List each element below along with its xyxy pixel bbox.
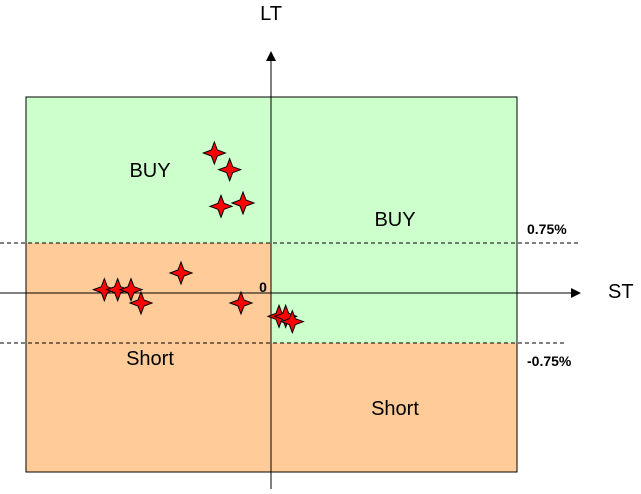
buy-region-right	[271, 97, 517, 343]
y-axis-label: LT	[260, 3, 282, 25]
star-marker-5	[91, 277, 117, 303]
star-marker-6	[105, 277, 131, 303]
lower-threshold-label: -0.75%	[527, 353, 572, 369]
star-marker-10	[228, 290, 254, 316]
short-left-label: Short	[126, 348, 174, 370]
star-marker-9	[168, 260, 194, 286]
star-marker-8	[128, 290, 154, 316]
short-region-right	[271, 343, 517, 472]
star-marker-1	[201, 140, 227, 166]
short-right-label: Short	[371, 398, 419, 420]
star-marker-7	[118, 277, 144, 303]
star-marker-2	[217, 157, 243, 183]
buy-right-label: BUY	[374, 209, 415, 231]
x-axis-label: ST	[608, 281, 634, 303]
star-marker-13	[279, 309, 305, 335]
origin-label: 0	[259, 279, 267, 295]
short-region-left	[26, 243, 271, 472]
buy-left-label: BUY	[129, 160, 170, 182]
marker-group	[91, 140, 305, 335]
star-marker-4	[230, 190, 256, 216]
upper-threshold-label: 0.75%	[527, 221, 567, 237]
star-marker-3	[208, 193, 234, 219]
